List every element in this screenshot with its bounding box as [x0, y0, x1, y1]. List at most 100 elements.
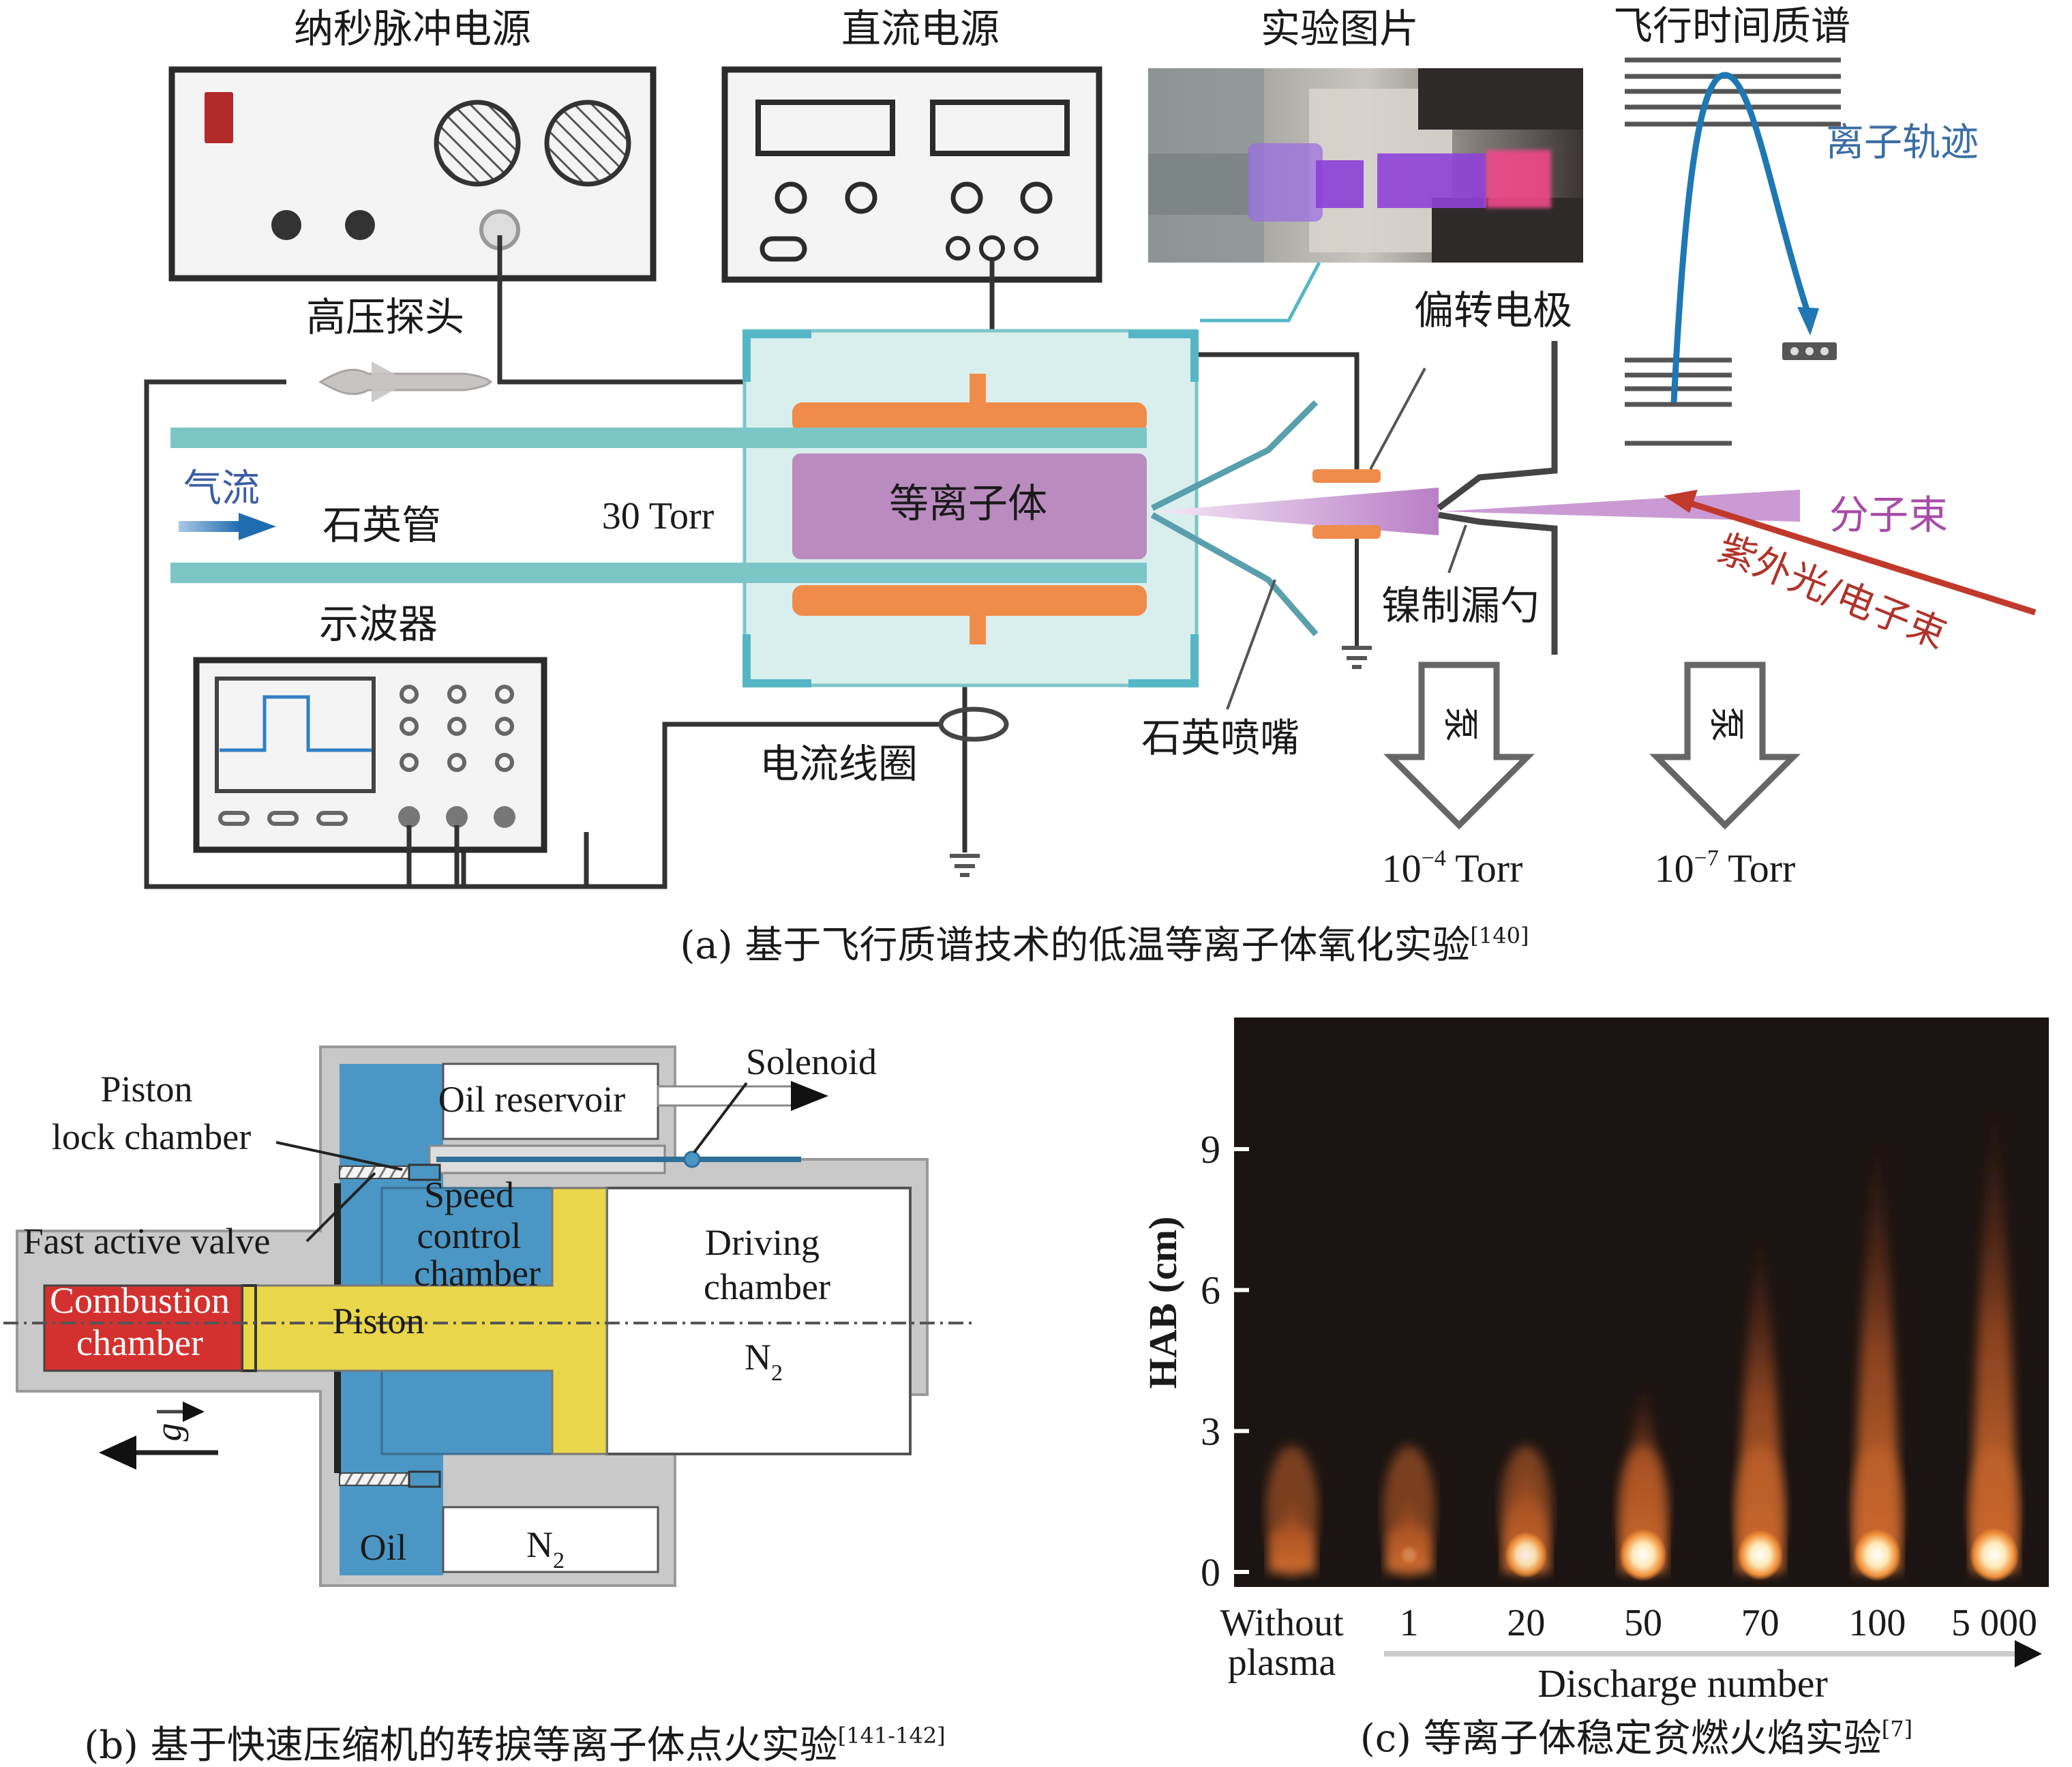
- label-molecular-beam: 分子束: [1829, 492, 1948, 538]
- oscilloscope: [193, 657, 547, 853]
- electrode-bottom: [792, 585, 1147, 616]
- knob-icon: [271, 210, 301, 240]
- label-gas-flow: 气流: [183, 466, 260, 511]
- solenoid-icon: [683, 1150, 701, 1168]
- piston: [254, 1187, 608, 1455]
- uv-beam-line: [1683, 498, 2037, 616]
- label-deflection-electrode: 偏转电极: [1414, 287, 1572, 333]
- label-driving-2: chamber: [704, 1266, 830, 1307]
- quartz-nozzle: [1150, 400, 1319, 636]
- ion-trajectory-path: [1670, 72, 1812, 403]
- x-tick-label: 20: [1507, 1602, 1545, 1644]
- flame-marks: [1266, 1093, 2020, 1582]
- label-solenoid: Solenoid: [746, 1041, 877, 1082]
- x-tick-label: 1: [1400, 1602, 1419, 1644]
- label-driving-1: Driving: [705, 1222, 820, 1263]
- molecular-beam-2: [1442, 490, 1800, 522]
- arrow-head-icon: [791, 1081, 828, 1111]
- pump-arrow-2: 泵: [1649, 662, 1801, 830]
- driving-chamber: [605, 1187, 912, 1455]
- dc-power-supply: [721, 66, 1102, 283]
- y-axis: 0 3 6 9: [1201, 1127, 1249, 1594]
- label-speed-2: control: [417, 1215, 522, 1256]
- dial-icon: [544, 100, 631, 187]
- y-tick-label: 0: [1201, 1550, 1220, 1594]
- flame-core: [1970, 1528, 2019, 1582]
- label-pump: 泵: [1705, 707, 1746, 742]
- combustion-chamber: [43, 1284, 243, 1372]
- quartz-tube-bottom: [170, 563, 1147, 583]
- panel-a: 纳秒脉冲电源 直流电源 实验图片 飞行时间质谱: [144, 3, 2037, 968]
- label-combustion-2: chamber: [76, 1322, 203, 1363]
- label-fast-valve: Fast active valve: [23, 1221, 271, 1262]
- electrode-top: [792, 402, 1147, 433]
- label-nickel-skimmer: 镍制漏勺: [1381, 582, 1540, 629]
- arrow-head-icon: [1797, 307, 1819, 336]
- arrow-head-icon: [1664, 490, 1698, 513]
- label-hv-probe: 高压探头: [306, 294, 464, 340]
- label-dc-power: 直流电源: [841, 5, 1000, 52]
- flame-base: [1383, 1446, 1435, 1575]
- label-n2-lower: N2: [526, 1524, 565, 1573]
- label-quartz-tube: 石英管: [322, 502, 441, 548]
- label-piston-lock-1: Piston: [100, 1069, 192, 1110]
- pump-arrow-1: 泵: [1383, 662, 1535, 830]
- label-speed-1: Speed: [424, 1174, 514, 1215]
- label-30-torr: 30 Torr: [602, 495, 715, 537]
- flame-base: [1266, 1446, 1318, 1575]
- gravity-arrow-icon: [99, 1401, 218, 1470]
- flame-core: [1505, 1532, 1548, 1578]
- y-tick-label: 9: [1201, 1127, 1220, 1172]
- x-tick-label: 70: [1741, 1602, 1780, 1644]
- panel-b: Piston lock chamber Oil reservoir Soleno…: [3, 1041, 975, 1767]
- experiment-photo: [1148, 68, 1583, 263]
- label-piston: Piston: [332, 1301, 424, 1341]
- label-combustion-1: Combustion: [50, 1280, 230, 1321]
- label-pump: 泵: [1439, 707, 1480, 742]
- flame-core: [1853, 1528, 1902, 1582]
- plasma-region: [792, 454, 1147, 559]
- tof-mass-spectrometer: [1625, 57, 1841, 446]
- pulse-waveform: [220, 695, 372, 752]
- flame-core: [1399, 1545, 1419, 1565]
- current-coil-icon: [938, 707, 1009, 742]
- photo-pointer-line: [1200, 261, 1321, 323]
- label-pressure-1e-7: 10−7 Torr: [1655, 846, 1796, 891]
- display-screen: [755, 100, 895, 156]
- oil-reservoir: [442, 1063, 659, 1140]
- ns-pulse-power-supply: [168, 66, 657, 282]
- flame-core: [1619, 1528, 1667, 1582]
- molecular-beam-1: [1152, 488, 1439, 535]
- label-speed-3: chamber: [414, 1253, 541, 1294]
- x-tick-label: plasma: [1228, 1642, 1336, 1684]
- x-tick-label: Without: [1220, 1602, 1344, 1644]
- caption-c: (c) 等离子体稳定贫燃火焰实验[7]: [1360, 1716, 1912, 1761]
- label-n2-driving: N2: [745, 1337, 783, 1386]
- y-axis-label: HAB (cm): [1141, 1217, 1185, 1389]
- flame-core: [1737, 1530, 1784, 1580]
- arrow-head-icon: [2015, 1640, 2042, 1667]
- label-piston-lock-2: lock chamber: [52, 1116, 251, 1157]
- display-screen: [930, 100, 1070, 156]
- label-oscilloscope: 示波器: [319, 601, 438, 647]
- y-tick-label: 3: [1201, 1409, 1220, 1453]
- flame-plume: [1971, 1093, 2017, 1572]
- label-gravity: g: [148, 1423, 189, 1442]
- caption-b: (b) 基于快速压缩机的转捩等离子体点火实验[141-142]: [84, 1723, 945, 1767]
- label-pressure-1e-4: 10−4 Torr: [1382, 846, 1523, 891]
- x-tick-label: 100: [1848, 1602, 1906, 1644]
- label-ion-trajectory: 离子轨迹: [1826, 121, 1979, 165]
- deflection-electrode-bottom: [1312, 525, 1381, 539]
- quartz-tube-top: [170, 428, 1147, 448]
- y-tick-label: 6: [1201, 1268, 1220, 1313]
- x-tick-label: 50: [1624, 1602, 1662, 1644]
- nickel-skimmer: [1437, 341, 1558, 655]
- gas-flow-arrow-icon: [179, 513, 276, 540]
- label-plasma: 等离子体: [889, 480, 1047, 526]
- ground-icon: [1342, 646, 1372, 669]
- deflection-electrode-top: [1312, 469, 1381, 483]
- label-tof-ms: 飞行时间质谱: [1613, 3, 1850, 49]
